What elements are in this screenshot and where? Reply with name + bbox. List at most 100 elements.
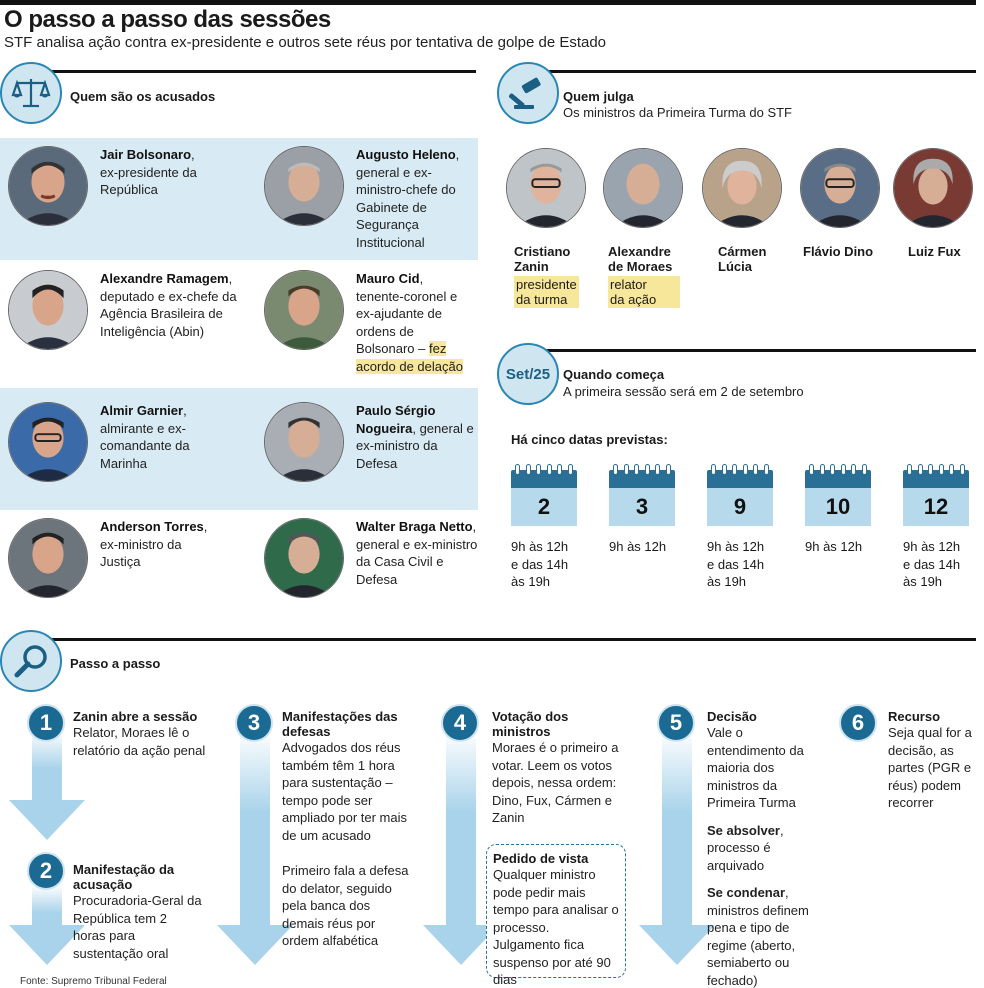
step-1: Zanin abre a sessão Relator, Moraes lê o… — [73, 709, 223, 759]
person-name: Anderson Torres — [100, 519, 204, 534]
avatar — [8, 402, 88, 482]
step-title: Recurso — [888, 709, 941, 724]
judge-name: Zanin — [514, 259, 549, 274]
calendar-day: 2 — [511, 488, 577, 526]
person-desc: general e ex-ministro-chefe do Gabinete … — [356, 164, 456, 250]
avatar — [264, 518, 344, 598]
start-title: Quando começa — [563, 367, 665, 382]
step-text: Seja qual for a decisão, as partes (PGR … — [888, 725, 972, 810]
avatar — [8, 146, 88, 226]
calendar-icon: 9 — [707, 464, 773, 526]
step-number: 1 — [27, 704, 65, 742]
person-desc: general e ex-ministro da Casa Civil e De… — [356, 536, 478, 587]
judge-name: Cármen — [718, 244, 767, 259]
accused-rule — [30, 70, 476, 73]
step-title: Votação dos ministros — [492, 709, 569, 739]
calendar-day: 9 — [707, 488, 773, 526]
judge-card — [800, 148, 880, 228]
avatar — [800, 148, 880, 228]
judge-name: Luiz Fux — [908, 244, 961, 259]
avatar — [264, 270, 344, 350]
step-number: 6 — [839, 704, 877, 742]
step-text: Advogados dos réus também têm 1 hora par… — [282, 740, 407, 843]
judge-card — [603, 148, 683, 228]
page-subtitle: STF analisa ação contra ex-presidente e … — [4, 34, 607, 51]
step-text: Vale o entendimento da maioria dos minis… — [707, 725, 804, 810]
judges-rule — [528, 70, 976, 73]
top-rule — [0, 0, 976, 5]
step-title: Zanin abre a sessão — [73, 709, 198, 724]
step-number: 4 — [441, 704, 479, 742]
person-name: Augusto Heleno — [356, 147, 456, 162]
calendar-day: 10 — [805, 488, 871, 526]
condemn-text: ministros definem pena e tipo de regime … — [707, 902, 809, 988]
accused-person: Paulo Sérgio Nogueira, general e ex-mini… — [264, 402, 474, 482]
person-name: Jair Bolsonaro — [100, 147, 192, 162]
calendar-badge: Set/25 — [497, 343, 559, 405]
vista-box: Pedido de vista Qualquer ministro pode p… — [486, 844, 626, 987]
calendar-day: 3 — [609, 488, 675, 526]
avatar — [264, 402, 344, 482]
calendar-icon: 3 — [609, 464, 675, 526]
person-name: Almir Garnier — [100, 403, 184, 418]
judge-name: de Moraes — [608, 259, 673, 274]
flow-arrows — [9, 730, 715, 965]
person-desc: deputado e ex-chefe da Agência Brasileir… — [100, 288, 237, 339]
step-5: Decisão Vale o entendimento da maioria d… — [707, 709, 819, 988]
step-3: Manifestações das defesas Advogados dos … — [282, 709, 414, 950]
accused-person: Almir Garnier,almirante e ex-comandante … — [8, 402, 230, 482]
accused-person: Jair Bolsonaro,ex-presidente da Repúblic… — [8, 146, 240, 226]
step-title: Decisão — [707, 709, 757, 724]
person-desc: tenente-coronel e ex-ajudante de ordens … — [356, 288, 458, 357]
start-rule — [528, 349, 976, 352]
person-name: Alexandre Ramagem — [100, 271, 229, 286]
calendar-time: 9h às 12h — [805, 539, 863, 554]
person-desc: ex-ministro da Justiça — [100, 536, 182, 570]
person-desc: almirante e ex-comandante da Marinha — [100, 420, 190, 471]
judge-card — [893, 148, 973, 228]
judge-name: Lúcia — [718, 259, 752, 274]
calendar-icon: 2 — [511, 464, 577, 526]
step-6: Recurso Seja qual for a decisão, as part… — [888, 709, 978, 812]
accused-person: Alexandre Ramagem,deputado e ex-chefe da… — [8, 270, 250, 350]
calendar-date: 3 9h às 12h — [609, 464, 675, 556]
step-number: 5 — [657, 704, 695, 742]
judge-name: Alexandre — [608, 244, 671, 259]
person-desc: ex-presidente da República — [100, 164, 197, 198]
accused-title: Quem são os acusados — [70, 89, 216, 104]
person-desc: general e ex-ministro da Defesa — [356, 420, 474, 471]
steps-rule — [30, 638, 976, 641]
avatar — [8, 270, 88, 350]
page-title: O passo a passo das sessões — [4, 6, 331, 33]
step-text: Relator, Moraes lê o relatório da ação p… — [73, 725, 206, 758]
judge-name: Flávio Dino — [803, 244, 874, 259]
person-name: Paulo Sérgio Nogueira — [356, 403, 436, 436]
avatar — [264, 146, 344, 226]
condemn-title: Se condenar — [707, 885, 786, 900]
magnifier-icon — [0, 630, 62, 692]
calendar-icon: 12 — [903, 464, 969, 526]
accused-person: Walter Braga Netto, general e ex-ministr… — [264, 518, 480, 598]
person-name: Walter Braga Netto — [356, 519, 473, 534]
step-4: Votação dos ministros Moraes é o primeir… — [492, 709, 620, 827]
step-text: Moraes é o primeiro a votar. Leem os vot… — [492, 740, 619, 825]
judge-card — [702, 148, 782, 228]
calendar-day: 12 — [903, 488, 969, 526]
step-title: Manifestação da acusação — [73, 862, 175, 892]
accused-person: Anderson Torres,ex-ministro da Justiça — [8, 518, 220, 598]
gavel-icon — [497, 62, 559, 124]
accused-person: Mauro Cid,tenente-coronel e ex-ajudante … — [264, 270, 474, 375]
judges-subtitle: Os ministros da Primeira Turma do STF — [563, 105, 792, 120]
accused-person: Augusto Heleno,general e ex-ministro-che… — [264, 146, 480, 251]
calendar-icon: 10 — [805, 464, 871, 526]
steps-title: Passo a passo — [70, 656, 161, 671]
step-number: 3 — [235, 704, 273, 742]
calendar-time: 9h às 12h — [609, 539, 667, 554]
